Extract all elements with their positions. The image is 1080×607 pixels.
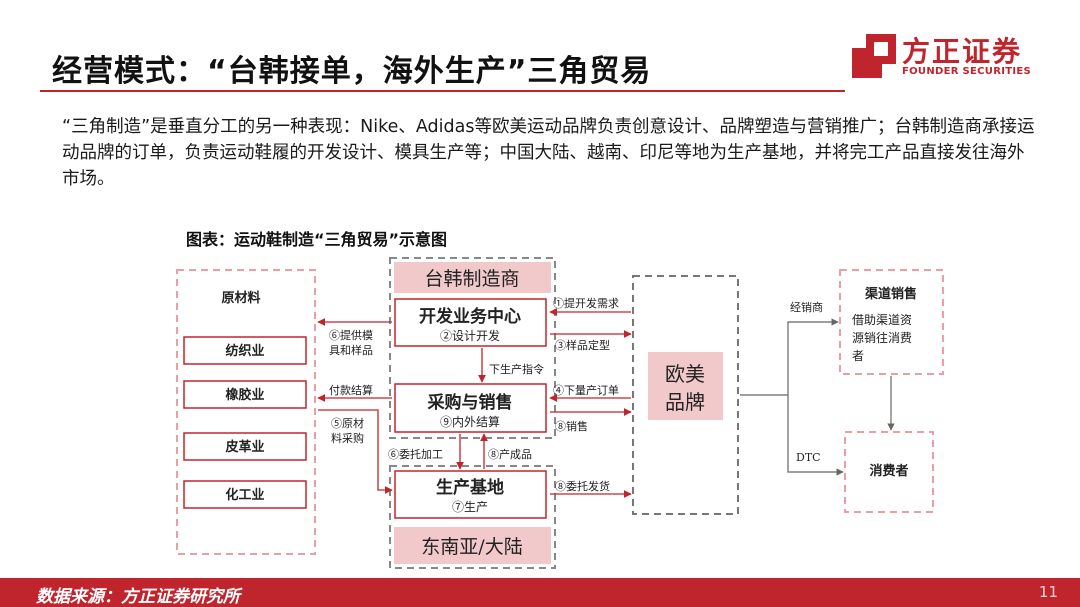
brand-title-line2: 品牌: [665, 390, 705, 414]
raw-material-label: 化工业: [225, 487, 264, 503]
consumer-title: 消费者: [869, 463, 908, 479]
dev-center-sub: ②设计开发: [440, 328, 500, 343]
production-group: [389, 465, 556, 569]
production-title: 生产基地: [436, 477, 504, 498]
brand-title-line1: 欧美: [665, 362, 705, 386]
raw-material-item: 纺织业: [183, 336, 307, 365]
raw-material-item: 橡胶业: [183, 380, 307, 409]
procurement-box: [394, 383, 547, 433]
finished-goods-label: ⑧产成品: [488, 447, 532, 461]
distributor-label: 经销商: [790, 300, 823, 314]
channel-sales-box: [839, 269, 944, 375]
raw-material-label: 皮革业: [224, 439, 264, 455]
taiwan-korea-title: 台韩制造商: [424, 268, 519, 290]
channel-sales-desc-1: 借助渠道资: [852, 313, 912, 327]
intro-paragraph: “三角制造”是垂直分工的另一种表现：Nike、Adidas等欧美运动品牌负责创意…: [62, 117, 1035, 189]
channel-sales-desc-3: 者: [852, 349, 864, 363]
figure-caption: 图表：运动鞋制造“三角贸易”示意图: [186, 230, 448, 249]
raw-material-label: 纺织业: [225, 343, 264, 359]
dtc-arrow: [787, 395, 844, 476]
page-title: 经营模式：“台韩接单，海外生产”三角贸易: [52, 54, 652, 89]
region-label: 东南亚/大陆: [421, 536, 522, 558]
raw-material-label: 橡胶业: [225, 387, 264, 403]
founder-logo-icon: [852, 34, 896, 78]
data-source: 数据来源：方正证券研究所: [36, 587, 240, 607]
company-logo: 方正证券 FOUNDER SECURITIES: [852, 32, 1042, 82]
provide-mold-label-2: 具和样品: [329, 343, 373, 357]
outsource-label: ⑥委托加工: [388, 447, 443, 461]
brand-box: [648, 352, 723, 420]
production-sub: ⑦生产: [452, 500, 488, 514]
dtc-label: DTC: [796, 451, 821, 464]
region-label-bg: [394, 527, 551, 564]
channel-sales-desc-2: 源销往消费: [852, 330, 912, 345]
raw-purchase-label-2: 料采购: [331, 431, 364, 445]
raw-purchase-label-1: ⑤原材: [331, 416, 364, 430]
channel-sales-title: 渠道销售: [864, 286, 917, 302]
provide-mold-label-1: ⑥提供模: [329, 328, 373, 342]
dev-center-title: 开发业务中心: [419, 306, 521, 327]
title-underline: [40, 90, 845, 92]
raw-purchase-arrow: [318, 409, 393, 494]
bulk-order-label: ④下量产订单: [553, 383, 619, 397]
logo-english-text: FOUNDER SECURITIES: [902, 66, 1032, 77]
footer-bar: [0, 578, 1080, 607]
taiwan-korea-group: [389, 257, 556, 439]
raw-materials-title: 原材料: [221, 290, 260, 306]
raw-materials-group: [176, 269, 316, 555]
raw-material-item: 皮革业: [183, 432, 307, 461]
logo-chinese-text: 方正证券: [902, 35, 1023, 68]
distributor-arrow: [787, 318, 839, 395]
raw-material-item: 化工业: [183, 480, 307, 509]
procurement-sub: ⑨内外结算: [440, 414, 500, 429]
taiwan-korea-header-bg: [394, 262, 551, 293]
sales-label: ⑧销售: [555, 419, 588, 433]
payment-label: 付款结算: [329, 383, 373, 397]
sample-confirm-label: ③样品定型: [555, 338, 610, 352]
page-number: 11: [1038, 583, 1058, 601]
production-box: [394, 470, 547, 519]
brand-group: [632, 275, 739, 515]
procurement-title: 采购与销售: [427, 392, 513, 413]
dev-center-box: [394, 298, 547, 347]
outsource-ship-label: ⑧委托发货: [555, 479, 610, 493]
dev-demand-label: ①提开发需求: [553, 296, 619, 310]
production-order-label: 下生产指令: [489, 362, 544, 376]
